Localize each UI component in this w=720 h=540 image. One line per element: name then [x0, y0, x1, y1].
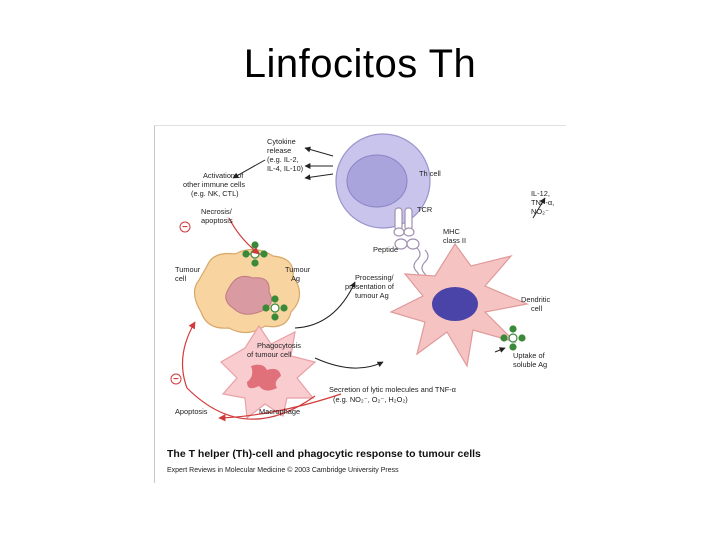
label-tumour-cell: Tumour cell	[175, 265, 202, 283]
label-activation: Activation of other immune cells (e.g. N…	[183, 171, 247, 198]
th-cell	[335, 133, 431, 229]
slide-title: Linfocitos Th	[243, 42, 477, 86]
th-cell-nucleus	[346, 154, 408, 208]
dendritic-cell-nucleus	[432, 287, 478, 321]
label-secretion: Secretion of lytic molecules and TNF-α (…	[329, 385, 458, 404]
inhibition-sign-bottom: −	[173, 374, 179, 385]
dendritic-cell	[389, 242, 530, 368]
antigen-cluster-right	[500, 325, 526, 351]
label-phagocytosis: Phagocytosis of tumour cell	[247, 341, 303, 359]
black-arrows	[232, 146, 546, 369]
tumour-cell-nucleus	[225, 275, 272, 315]
th-cell-diagram: − − Cytokine release (e.g. IL-2, IL-4, I…	[167, 133, 556, 474]
figure-credit: Expert Reviews in Molecular Medicine © 2…	[167, 466, 399, 474]
tumour-cell	[193, 248, 301, 334]
figure-panel: − − Cytokine release (e.g. IL-2, IL-4, I…	[154, 125, 566, 483]
label-cytokine-release: Cytokine release (e.g. IL-2, IL-4, IL-10…	[267, 137, 303, 173]
label-mhc: MHC class II	[443, 227, 466, 245]
label-th-cell: Th cell	[419, 169, 441, 178]
label-apoptosis: Apoptosis	[175, 407, 208, 416]
inhibition-circle-top	[179, 221, 191, 233]
macrophage-nucleus	[247, 364, 281, 391]
inhibition-sign-top: −	[182, 222, 188, 233]
label-tumour-ag: Tumour Ag	[285, 265, 312, 283]
macrophage	[220, 324, 317, 420]
figure-caption: The T helper (Th)-cell and phagocytic re…	[167, 448, 481, 460]
label-dendritic-cell: Dendritic cell	[521, 295, 552, 313]
label-processing: Processing/ presentation of tumour Ag	[345, 273, 396, 300]
inhibition-circle-bottom	[170, 373, 182, 385]
antigen-cluster-middle	[262, 295, 288, 321]
label-tcr: TCR	[417, 205, 432, 214]
label-il12: IL-12, TNF-α, NO₂⁻	[531, 189, 556, 216]
red-arrows	[181, 217, 342, 422]
label-uptake: Uptake of soluble Ag	[513, 351, 547, 369]
label-macrophage: Macrophage	[259, 407, 300, 416]
label-necrosis: Necrosis/ apoptosis	[201, 207, 234, 225]
label-peptide: Peptide	[373, 245, 398, 254]
